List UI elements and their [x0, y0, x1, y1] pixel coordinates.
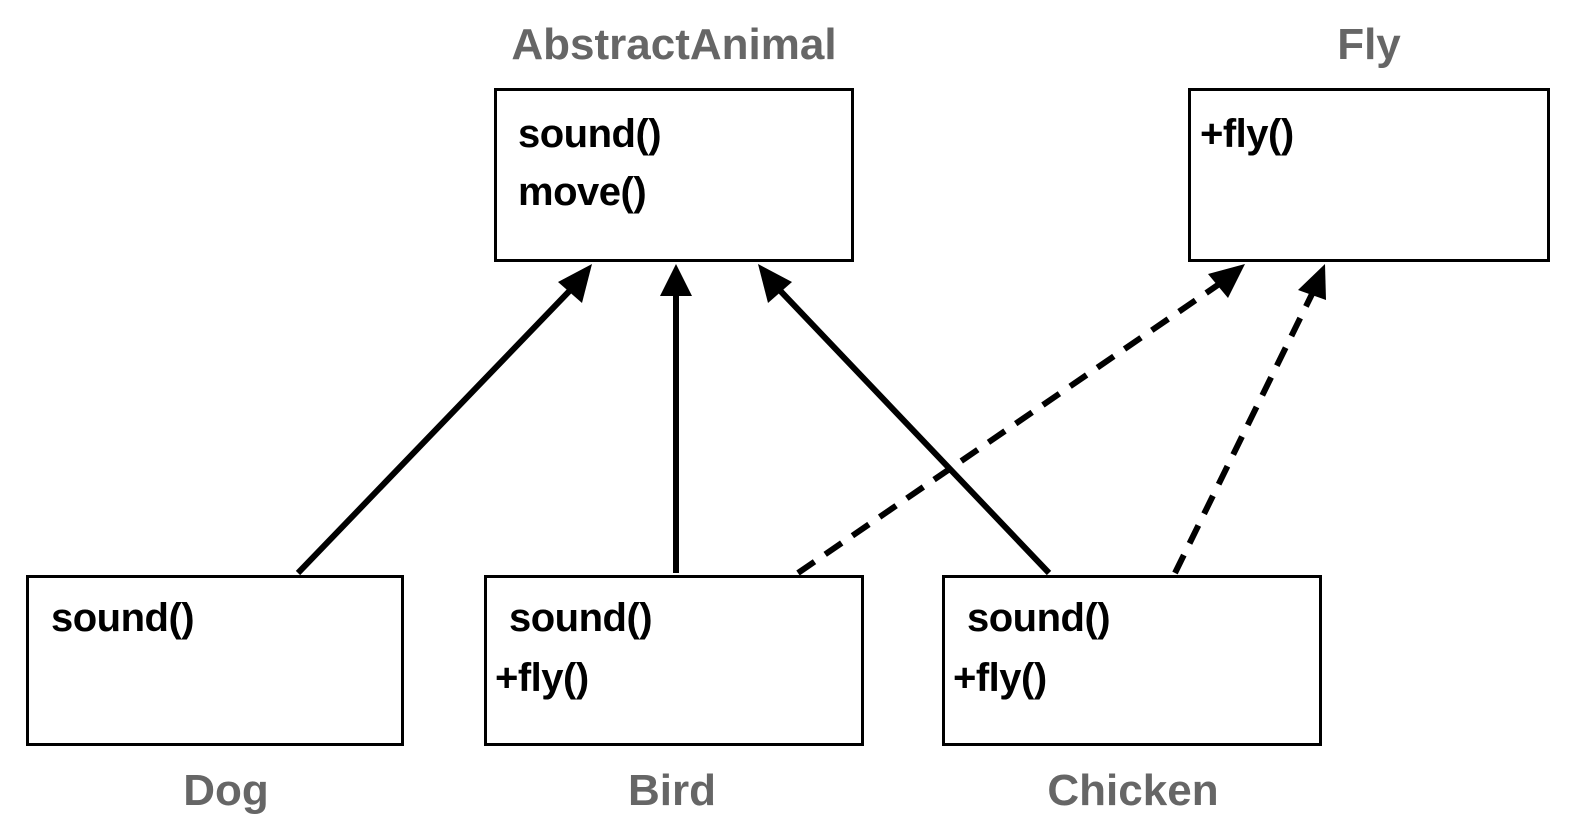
method-sound: sound(): [51, 596, 195, 640]
method-fly: +fly(): [1200, 112, 1294, 156]
arrow-chicken-to-fly: [1172, 288, 1317, 575]
class-title-dog: Dog: [183, 766, 269, 815]
class-box-abstractanimal: sound() move(): [494, 88, 854, 262]
class-box-bird: sound() +fly(): [484, 575, 864, 746]
arrowhead-bird-to-fly: [1208, 264, 1245, 298]
class-title-bird: Bird: [628, 766, 716, 815]
method-fly: +fly(): [953, 656, 1047, 700]
arrowhead-chicken-to-fly: [1298, 264, 1326, 300]
method-move: move(): [518, 170, 647, 214]
arrow-chicken-to-abstractanimal: [767, 277, 1052, 576]
method-sound: sound(): [509, 596, 653, 640]
arrowhead-chicken-to-abstractanimal: [758, 264, 792, 303]
class-box-chicken: sound() +fly(): [942, 575, 1322, 746]
arrow-bird-to-fly: [796, 275, 1230, 576]
arrow-dog-to-abstractanimal: [295, 277, 583, 576]
arrowhead-dog-to-abstractanimal: [558, 264, 592, 303]
class-title-fly: Fly: [1337, 20, 1401, 69]
class-title-abstractanimal: AbstractAnimal: [511, 20, 837, 69]
class-box-dog: sound(): [26, 575, 404, 746]
class-title-chicken: Chicken: [1047, 766, 1219, 815]
class-box-fly: +fly(): [1188, 88, 1550, 262]
method-sound: sound(): [967, 596, 1111, 640]
method-fly: +fly(): [495, 656, 589, 700]
arrowhead-bird-to-abstractanimal: [660, 264, 692, 296]
method-sound: sound(): [518, 112, 662, 156]
